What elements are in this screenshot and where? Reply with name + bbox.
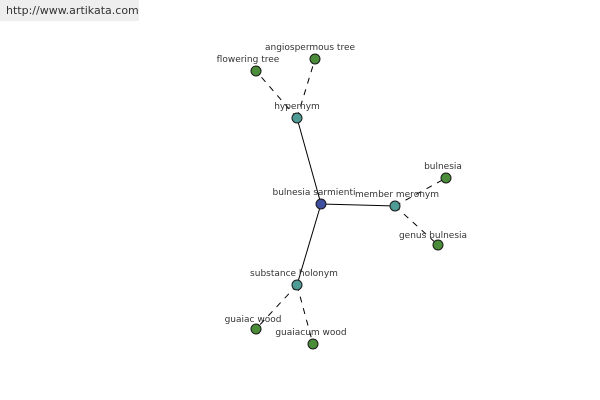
node-marker-genus-bulnesia[interactable] — [432, 239, 444, 251]
node-marker-hypernym[interactable] — [291, 112, 303, 124]
node-label-angiospermous-tree: angiospermous tree — [265, 43, 356, 53]
node-label-bulnesia: bulnesia — [424, 162, 462, 172]
nodes-layer: bulnesia sarmienti hypernym member meronym… — [217, 43, 467, 350]
edges-layer — [255, 58, 447, 345]
node-member-meronym[interactable]: member meronym — [355, 190, 439, 212]
edge-substance-holonym-to-guaiac-wood — [255, 284, 298, 330]
node-label-guaiac-wood: guaiac wood — [225, 315, 282, 325]
node-angiospermous-tree[interactable]: angiospermous tree — [265, 43, 356, 65]
node-marker-angiospermous-tree[interactable] — [309, 53, 321, 65]
edge-center-to-substance-holonym — [296, 203, 322, 286]
node-substance-holonym[interactable]: substance holonym — [250, 269, 338, 291]
node-bulnesia[interactable]: bulnesia — [424, 162, 462, 184]
node-marker-flowering-tree[interactable] — [250, 65, 262, 77]
node-marker-member-meronym[interactable] — [389, 200, 401, 212]
edge-center-to-hypernym — [296, 117, 322, 205]
node-label-genus-bulnesia: genus bulnesia — [399, 231, 467, 241]
node-guaiacum-wood[interactable]: guaiacum wood — [275, 328, 347, 350]
site-url-watermark: http://www.artikata.com — [0, 0, 139, 21]
node-flowering-tree[interactable]: flowering tree — [217, 55, 280, 77]
node-hypernym[interactable]: hypernym — [274, 102, 320, 124]
node-marker-bulnesia[interactable] — [440, 172, 452, 184]
edge-center-to-member-meronym — [320, 203, 396, 207]
node-marker-substance-holonym[interactable] — [291, 279, 303, 291]
edge-member-meronym-to-genus-bulnesia — [394, 205, 439, 246]
node-guaiac-wood[interactable]: guaiac wood — [225, 315, 282, 335]
node-genus-bulnesia[interactable]: genus bulnesia — [399, 231, 467, 251]
node-marker-guaiacum-wood[interactable] — [307, 338, 319, 350]
node-center[interactable]: bulnesia sarmienti — [272, 188, 356, 210]
node-label-member-meronym: member meronym — [355, 190, 439, 200]
node-marker-guaiac-wood[interactable] — [250, 323, 262, 335]
node-label-center: bulnesia sarmienti — [272, 188, 355, 198]
node-label-substance-holonym: substance holonym — [250, 269, 338, 279]
edge-hypernym-to-angiospermous-tree — [296, 58, 316, 119]
edge-hypernym-to-flowering-tree — [255, 70, 298, 119]
node-label-flowering-tree: flowering tree — [217, 55, 280, 65]
node-marker-center[interactable] — [315, 198, 327, 210]
edge-substance-holonym-to-guaiacum-wood — [296, 284, 314, 345]
edge-member-meronym-to-bulnesia — [394, 177, 447, 207]
node-label-guaiacum-wood: guaiacum wood — [275, 328, 346, 338]
node-label-hypernym: hypernym — [274, 102, 320, 112]
